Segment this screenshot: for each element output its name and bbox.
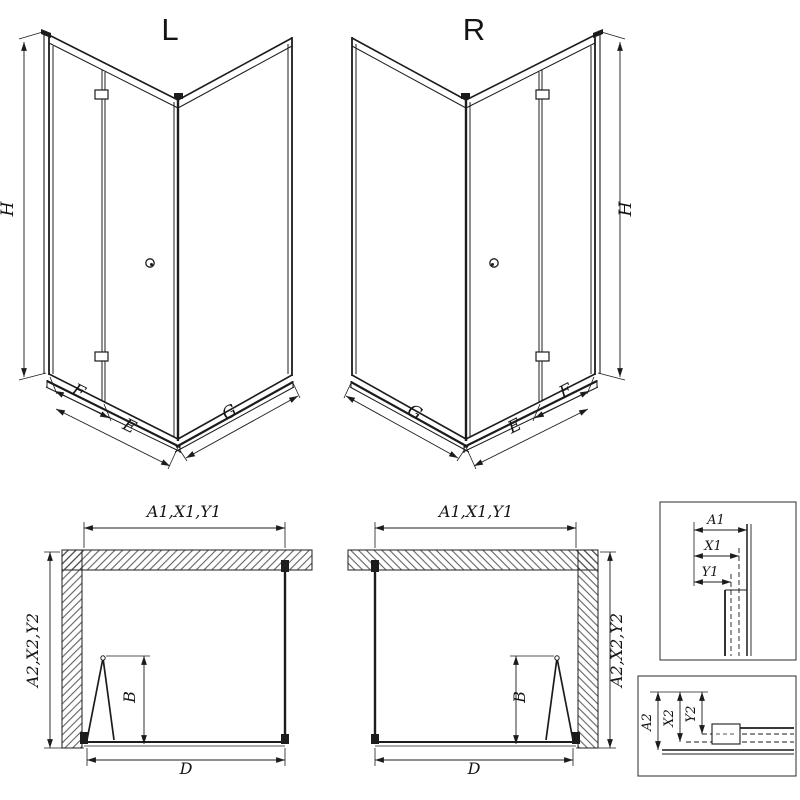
iso-extension-lines	[18, 30, 301, 470]
plan-mount-top	[281, 560, 289, 572]
detail-bottom-adjust-lines	[686, 733, 794, 743]
iso-right-height-label: H	[616, 200, 636, 217]
iso-door-knob-dot	[150, 263, 153, 266]
plan-mount-corner	[281, 734, 289, 744]
detail-label-a1: A1	[706, 513, 725, 528]
detail-top-border	[659, 501, 797, 661]
detail-top-adjust-lines	[730, 548, 740, 656]
detail-bottom-profile: A2 X2 Y2	[637, 675, 797, 777]
detail-label-x2: X2	[662, 709, 677, 728]
iso-hinge-top	[94, 89, 109, 100]
plan-folded-door	[86, 657, 115, 741]
iso-left-height-label: H	[0, 200, 18, 217]
plan-extension-lines	[44, 522, 286, 766]
detail-bottom-border	[637, 675, 797, 777]
iso-right-title: R	[463, 12, 485, 47]
iso-left-geometry	[18, 29, 301, 470]
plan-left-fold-depth-label: B	[120, 691, 139, 704]
plan-wall-top	[61, 549, 313, 571]
plan-right-opening-label: D	[467, 759, 481, 778]
detail-top-profile-lines	[725, 524, 752, 656]
plan-left-opening-label: D	[179, 759, 193, 778]
iso-wall-and-end-profiles	[48, 35, 293, 376]
iso-hinge-bottom	[94, 351, 109, 362]
iso-corner-post-cap	[174, 93, 183, 99]
plan-wall-side	[61, 549, 83, 749]
plan-left-geometry	[44, 522, 313, 766]
plan-right-depth-range-label: A2,X2,Y2	[607, 613, 626, 689]
plan-left-depth-range-label: A2,X2,Y2	[23, 613, 42, 689]
plan-fold-pivot	[100, 655, 106, 661]
iso-wall-profile-cap	[41, 29, 51, 38]
detail-label-y1: Y1	[702, 565, 719, 580]
iso-dim-side-width	[185, 395, 299, 459]
detail-label-x1: X1	[703, 539, 722, 554]
iso-frame-edges	[48, 34, 293, 440]
plan-right-fold-depth-label: B	[510, 691, 529, 704]
detail-top-profile: A1 X1 Y1	[659, 501, 797, 661]
iso-dim-entry-width	[55, 408, 171, 467]
plan-left-width-range-label: A1,X1,Y1	[145, 502, 221, 521]
plan-right-width-range-label: A1,X1,Y1	[437, 502, 513, 521]
plan-right-geometry	[348, 522, 616, 766]
detail-label-a2: A2	[640, 713, 655, 732]
iso-right-geometry	[344, 29, 625, 469]
iso-left-title: L	[161, 12, 178, 47]
plan-mount-wall	[80, 732, 88, 744]
iso-door-knob	[145, 258, 155, 268]
detail-label-y2: Y2	[684, 706, 699, 723]
